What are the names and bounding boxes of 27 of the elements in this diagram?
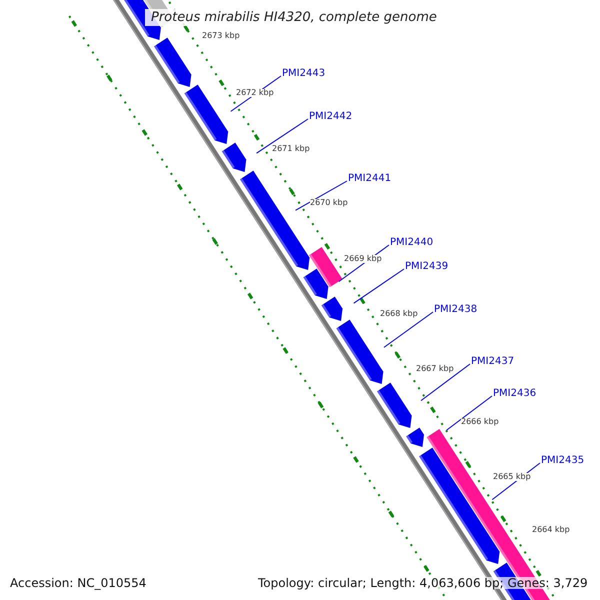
leader-line <box>353 268 404 304</box>
gene-label: PMI2442 <box>309 112 352 122</box>
summary-text: Topology: circular; Length: 4,063,606 bp; Genes: 3,729 <box>258 577 588 589</box>
leader-line <box>383 312 434 348</box>
scale-label: 2673 kbp <box>202 32 240 40</box>
leader-line <box>446 396 492 431</box>
leader-line <box>256 118 308 154</box>
gene-label: PMI2439 <box>405 262 448 272</box>
scale-label: 2669 kbp <box>344 255 382 263</box>
leader-line <box>295 180 348 211</box>
scale-label: 2666 kbp <box>461 418 499 426</box>
scale-label: 2664 kbp <box>532 526 570 534</box>
scale-label: 2670 kbp <box>310 199 348 207</box>
gene-label: PMI2441 <box>348 174 392 184</box>
scale-label: 2667 kbp <box>416 365 454 373</box>
leader-line <box>420 364 470 402</box>
gene-label: PMI2438 <box>434 305 478 315</box>
scale-label: 2665 kbp <box>493 473 531 481</box>
accession-text: Accession: NC_010554 <box>10 577 146 589</box>
scale-label: 2668 kbp <box>380 310 418 318</box>
gene-label: PMI2443 <box>282 69 326 79</box>
scale-label: 2672 kbp <box>236 89 274 97</box>
gene-label: PMI2435 <box>541 456 584 466</box>
gene-label: PMI2437 <box>471 357 514 367</box>
scale-label: 2671 kbp <box>272 145 310 153</box>
gene-label: PMI2440 <box>390 238 434 248</box>
gene-label: PMI2436 <box>493 389 536 399</box>
